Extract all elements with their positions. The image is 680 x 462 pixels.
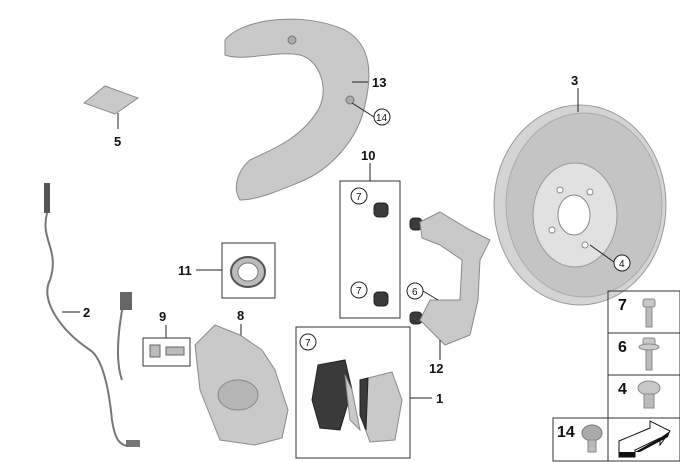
label-7-top: 7 [356,192,362,203]
bolt-7-icon [642,298,656,328]
screw-4-icon [637,380,661,409]
label-4: 4 [619,259,625,270]
bleeder-box [142,337,191,367]
wear-sensor-part[interactable] [44,183,140,447]
guide-sleeve-bottom-part[interactable] [373,291,389,307]
label-11: 11 [178,263,192,278]
label-10: 10 [361,148,375,163]
brake-disc-part[interactable] [493,104,667,306]
label-12: 12 [429,361,443,376]
label-8: 8 [237,308,244,323]
label-6: 6 [412,287,418,298]
label-circle [350,187,368,205]
guide-sleeve-top-part[interactable] [373,202,389,218]
label-14: 14 [376,113,388,124]
bleeder-screw-part[interactable] [165,346,185,356]
heat-shield-part[interactable] [224,18,370,201]
legend-label-7: 7 [618,297,627,314]
legend-label-6: 6 [618,339,627,356]
label-7-pads: 7 [305,338,311,349]
label-3: 3 [571,73,578,88]
label-7-bottom: 7 [356,286,362,297]
label-9: 9 [159,309,166,324]
front-direction-arrow-icon [618,420,671,458]
fastener-legend: 7 6 4 14 [552,290,680,462]
label-circle [350,281,368,299]
brake-pad-part[interactable] [311,359,361,432]
label-circle [613,254,631,272]
seal-ring-box [221,242,276,299]
brake-pad-part[interactable] [359,371,403,443]
leader-line [422,290,439,301]
label-13: 13 [372,75,386,90]
brake-pads-box [295,326,411,459]
brake-caliper-part[interactable] [194,324,289,446]
legend-label-4: 4 [618,381,627,398]
leader-line [589,244,615,263]
label-circle [373,108,391,126]
bolt-6-icon [638,337,660,371]
guide-sleeve-part[interactable] [409,311,423,325]
caliper-carrier-part[interactable] [419,211,491,346]
label-circle [299,333,317,351]
guide-kit-box [339,180,401,319]
label-5: 5 [114,134,121,149]
bolt-14-icon [581,424,603,453]
bleeder-cap-part[interactable] [149,344,161,358]
seal-ring-inner [237,262,259,282]
grease-packet-part[interactable] [82,85,140,115]
label-1: 1 [436,391,443,406]
legend-label-14: 14 [557,424,575,441]
leader-line [351,102,375,118]
label-2: 2 [83,305,90,320]
